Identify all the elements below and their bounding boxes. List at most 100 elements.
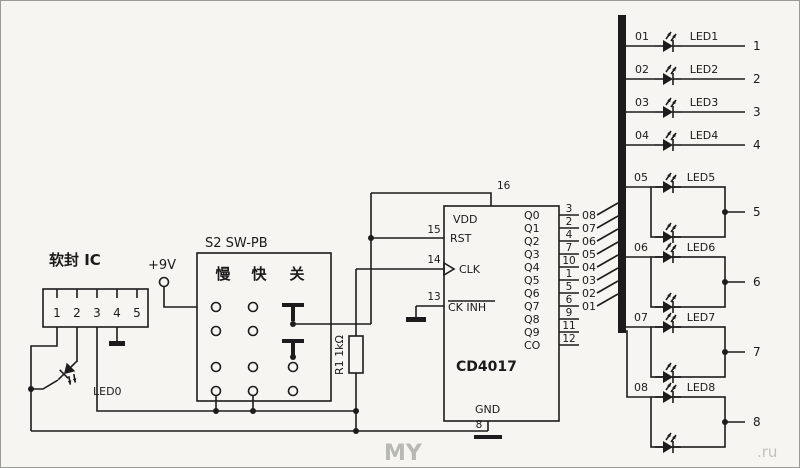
output-pin: 6	[566, 294, 573, 306]
switch-title: S2 SW-PB	[205, 236, 268, 251]
ic-pin-2: 2	[73, 306, 81, 320]
output-wire: 06	[582, 235, 596, 248]
output-wire: 04	[582, 261, 596, 274]
led-row-4: 04 LED4 4	[626, 129, 761, 152]
output-name: Q4	[524, 261, 540, 274]
led-icon	[654, 242, 682, 264]
vdd-label: VDD	[453, 213, 477, 226]
output-number: 5	[753, 205, 761, 219]
resistor-body	[348, 335, 364, 374]
led-pair-box	[650, 256, 726, 308]
output-pin: 12	[562, 333, 575, 345]
led-pair-box	[650, 396, 726, 448]
output-name: Q9	[524, 326, 540, 339]
chip-output-rows: Q0 3 08 Q1 2 07 Q2 4 06 Q3 7 05 Q4 10 04	[524, 202, 619, 352]
junction-dot	[213, 408, 219, 414]
led-row-5: 05 LED5 5	[626, 171, 761, 244]
pushbutton-icon	[282, 303, 304, 327]
wire-number: 05	[634, 171, 648, 184]
wire-number: 02	[635, 63, 649, 76]
power-supply: +9V	[148, 258, 211, 308]
wire	[371, 192, 492, 206]
led-icon	[654, 31, 682, 53]
output-wire: 05	[582, 248, 596, 261]
cd4017-block: CD4017 16 VDD 15 RST 14 CLK 13 CK INH GN…	[356, 180, 619, 439]
mode-fast: 快	[251, 265, 267, 283]
output-pin: 9	[566, 307, 573, 319]
output-name: Q2	[524, 235, 540, 248]
switch-contact	[287, 361, 299, 373]
output-number: 8	[753, 415, 761, 429]
chip-name: CD4017	[456, 359, 517, 375]
led-label: LED1	[690, 30, 719, 43]
switch-block: S2 SW-PB 慢 快 关	[196, 193, 374, 414]
output-pin: 4	[566, 229, 573, 241]
led0-label: LED0	[93, 385, 122, 398]
wire-number: 06	[634, 241, 648, 254]
output-name: Q5	[524, 274, 540, 287]
output-name: Q3	[524, 248, 540, 261]
output-wire: 08	[582, 209, 596, 222]
wire-number: 01	[635, 30, 649, 43]
led-row-8: 08 LED8 8	[625, 330, 761, 454]
wire-number: 03	[635, 96, 649, 109]
ic-pin-5: 5	[133, 306, 141, 320]
switch-contact	[210, 325, 222, 337]
switch-contact	[247, 361, 259, 373]
ckinh-label: CK INH	[448, 301, 486, 314]
mode-slow: 慢	[215, 265, 231, 283]
rst-label: RST	[450, 232, 472, 245]
ground-icon	[474, 435, 502, 439]
junction-dot	[250, 408, 256, 414]
wire	[163, 286, 211, 308]
output-number: 7	[753, 345, 761, 359]
led-label: LED4	[690, 129, 719, 142]
led-icon	[654, 362, 682, 384]
output-pin: 5	[566, 281, 573, 293]
pin-number-14: 14	[427, 254, 441, 266]
output-number: 2	[753, 72, 761, 86]
output-number: 4	[753, 138, 761, 152]
led-icon	[654, 432, 682, 454]
wire	[30, 327, 58, 431]
output-pin: 2	[566, 216, 573, 228]
wire-number: 08	[634, 381, 648, 394]
led-row-2: 02 LED2 2	[626, 63, 761, 86]
ground-icon	[406, 317, 426, 322]
ic-pin-4: 4	[113, 306, 121, 320]
led-row-1: 01 LED1 1	[626, 30, 761, 53]
switch-contact	[247, 385, 259, 397]
switch-contact	[287, 385, 299, 397]
led-icon	[654, 130, 682, 152]
output-name: Q6	[524, 287, 540, 300]
switch-contact	[247, 325, 259, 337]
output-name: Q0	[524, 209, 540, 222]
pin-number-15: 15	[427, 224, 440, 236]
led-icon	[654, 222, 682, 244]
output-pin: 7	[566, 242, 573, 254]
output-pin: 10	[562, 255, 575, 267]
cd4017-box	[443, 205, 560, 422]
led0-icon	[53, 356, 88, 391]
led-label: LED6	[687, 241, 716, 254]
watermark-suffix: .ru	[757, 443, 777, 461]
output-name: Q1	[524, 222, 540, 235]
left-ic-block: 软封 IC 1 2 3 4 5 LED0	[28, 251, 356, 431]
switch-contact	[210, 385, 222, 397]
ground-icon	[109, 341, 125, 346]
led-icon	[654, 172, 682, 194]
left-ic-box	[42, 288, 149, 328]
led-label: LED8	[687, 381, 716, 394]
output-number: 3	[753, 105, 761, 119]
led-label: LED5	[687, 171, 716, 184]
output-number: 6	[753, 275, 761, 289]
led-label: LED2	[690, 63, 719, 76]
led-pair-box	[650, 326, 726, 378]
supply-terminal-icon	[158, 276, 170, 288]
output-pin: 3	[566, 203, 573, 215]
junction-dot	[353, 408, 359, 414]
output-name: Q7	[524, 300, 540, 313]
output-wire: 07	[582, 222, 596, 235]
resistor-block: R1 1kΩ	[333, 269, 364, 434]
